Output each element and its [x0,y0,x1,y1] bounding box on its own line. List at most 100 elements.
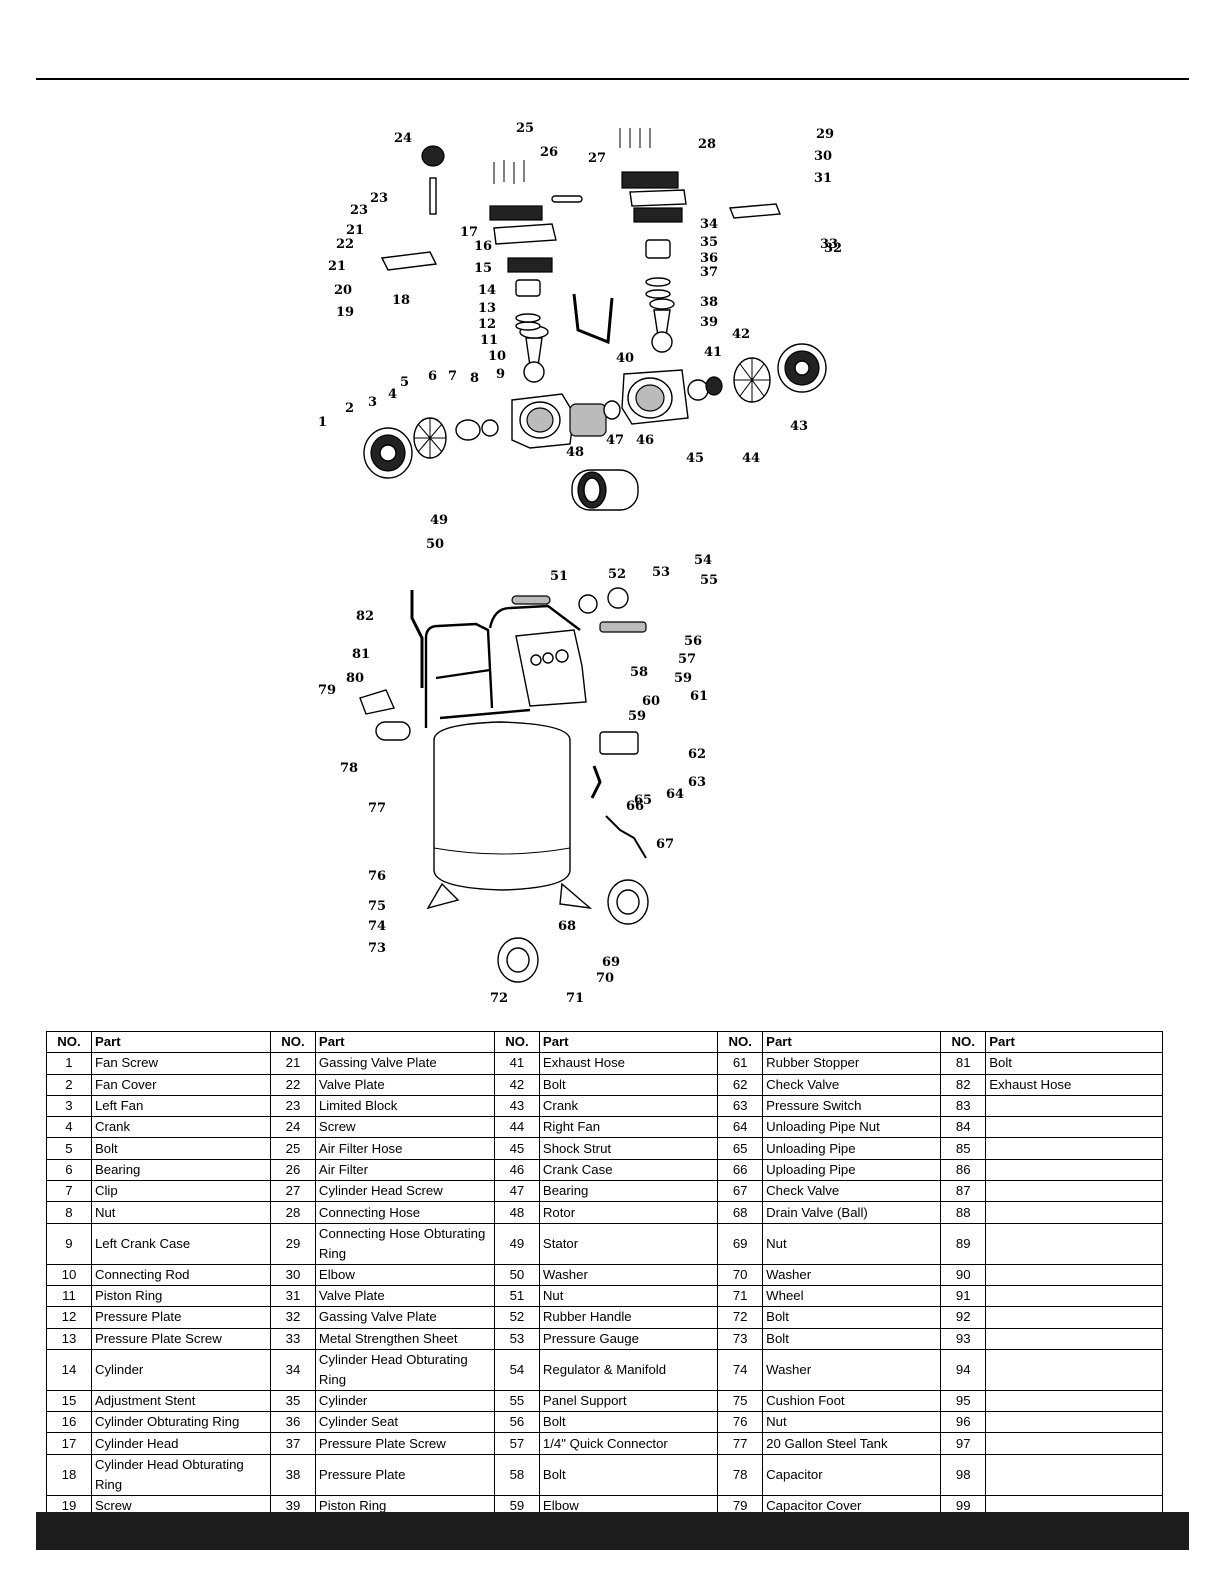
part-name-cell [985,1158,1163,1182]
callout-39: 39 [700,315,718,330]
part-name-cell [985,1094,1163,1118]
header-part: Part [762,1030,942,1054]
part-number-cell: 27 [269,1180,316,1203]
part-name-cell: Crank [90,1116,271,1139]
part-number-cell: 53 [493,1327,540,1350]
callout-42: 42 [732,327,750,342]
part-name-cell: Fan Cover [90,1073,271,1096]
part-number-cell: 34 [269,1348,316,1391]
callout-58: 58 [630,665,648,680]
part-number-cell: 33 [269,1327,316,1350]
part-number-cell: 66 [717,1158,764,1182]
part-name-cell: Bolt [762,1327,942,1350]
callout-53: 53 [652,565,670,580]
uploading-pipe [590,765,602,799]
part-number-cell: 50 [493,1263,540,1286]
power-cord [605,815,647,859]
part-name-cell: Nut [762,1411,942,1434]
callout-46: 46 [636,433,654,448]
part-name-cell: Air Filter [314,1158,495,1182]
callout-78: 78 [340,761,358,776]
part-number-cell: 25 [269,1137,316,1160]
part-name-cell: Nut [538,1284,719,1308]
wheel-upper [607,879,649,925]
part-name-cell: Cylinder Head Obturating Ring [314,1348,495,1391]
part-name-cell: Bearing [538,1180,719,1203]
part-number-cell: 94 [940,1348,987,1391]
callout-38: 38 [700,295,718,310]
part-number-cell: 1 [46,1052,92,1075]
exhaust-hose-41 [572,293,614,345]
connecting-rod-40 [649,298,675,353]
part-number-cell: 77 [717,1432,764,1455]
part-name-cell: Valve Plate [314,1284,495,1308]
part-name-cell [985,1348,1163,1391]
part-name-cell: Panel Support [538,1389,719,1413]
part-number-cell: 95 [940,1389,987,1413]
callout-56: 56 [684,634,702,649]
callout-69: 69 [602,955,620,970]
part-number-cell: 99 [940,1494,987,1518]
part-name-cell: Rubber Handle [538,1306,719,1329]
part-number-cell: 91 [940,1284,987,1308]
part-number-cell: 31 [269,1284,316,1308]
callout-40: 40 [616,351,634,366]
part-name-cell: Cylinder Head [90,1432,271,1455]
left-fan [413,417,447,459]
part-name-cell: Exhaust Hose [538,1052,719,1075]
part-name-cell: Unloading Pipe [762,1137,942,1160]
part-name-cell: Cylinder Seat [314,1411,495,1434]
part-number-cell: 24 [269,1116,316,1139]
callout-13: 13 [478,301,496,316]
handle-frame [424,604,581,728]
part-name-cell [985,1327,1163,1350]
part-number-cell: 5 [46,1137,92,1160]
part-number-cell: 13 [46,1327,92,1350]
callout-59: 59 [628,709,646,724]
part-name-cell: Washer [762,1263,942,1286]
left-cylinder-stack [489,205,557,331]
part-name-cell: Cylinder Head Obturating Ring [90,1453,271,1496]
exhaust-hose-82 [410,590,424,688]
part-number-cell: 68 [717,1201,764,1224]
header-rule [36,78,1189,80]
callout-23: 23 [370,191,388,206]
callout-28: 28 [698,137,716,152]
steel-tank [426,721,593,910]
part-name-cell: Regulator & Manifold [538,1348,719,1391]
part-number-cell: 22 [269,1073,316,1096]
callout-55: 55 [700,573,718,588]
part-number-cell: 74 [717,1348,764,1391]
callout-52: 52 [608,567,626,582]
part-number-cell: 8 [46,1201,92,1224]
part-name-cell: Bolt [985,1052,1163,1075]
part-number-cell: 55 [493,1389,540,1413]
callout-21: 21 [328,259,346,274]
part-name-cell: Rubber Stopper [762,1052,942,1075]
callout-74: 74 [368,919,386,934]
part-number-cell: 54 [493,1348,540,1391]
header-part: Part [314,1030,495,1054]
part-name-cell: Bolt [538,1073,719,1096]
callout-31: 31 [814,171,832,186]
callout-73: 73 [368,941,386,956]
callout-7: 7 [448,369,457,384]
control-panel [515,629,587,707]
part-name-cell: Screw [314,1116,495,1139]
callout-65: 65 [634,793,652,808]
part-number-cell: 86 [940,1158,987,1182]
part-name-cell: Connecting Hose [314,1201,495,1224]
part-number-cell: 63 [717,1094,764,1118]
part-name-cell: Fan Screw [90,1052,271,1075]
part-name-cell: Elbow [314,1263,495,1286]
callout-37: 37 [700,265,718,280]
callout-3: 3 [368,395,377,410]
callout-2: 2 [345,401,354,416]
capacitor-cover [359,689,395,715]
